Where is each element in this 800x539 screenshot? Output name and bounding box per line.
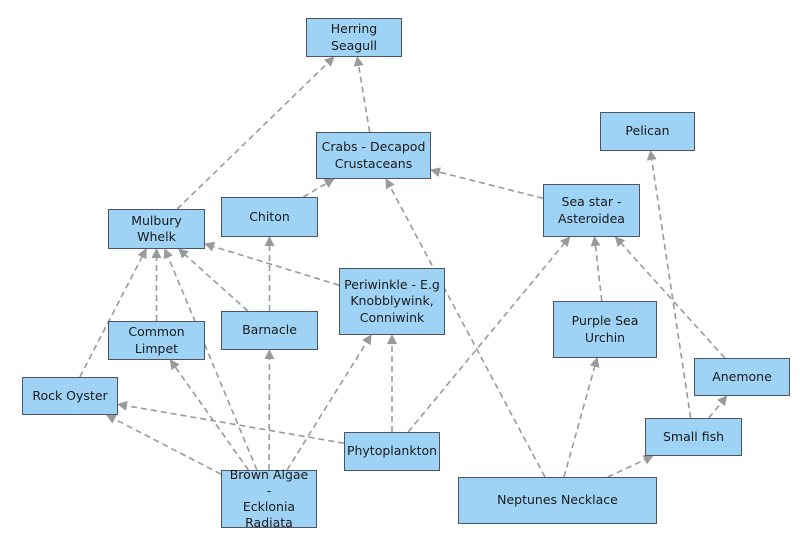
node-anemone: Anemone <box>694 358 790 396</box>
node-small-fish: Small fish <box>645 418 742 456</box>
edge-brown-algae-to-periwinkle <box>286 334 372 471</box>
edge-periwinkle-to-mulbury-whelk <box>204 241 340 286</box>
node-herring-seagull: Herring Seagull <box>306 18 402 57</box>
edge-brown-algae-to-rock-oyster <box>105 414 222 475</box>
edge-small-fish-to-pelican <box>646 150 692 419</box>
node-rock-oyster: Rock Oyster <box>22 377 118 415</box>
node-chiton: Chiton <box>221 197 318 237</box>
node-sea-star-asteroidea: Sea star - Asteroidea <box>543 184 640 237</box>
edge-anemone-to-sea-star <box>614 236 726 359</box>
node-periwinkle: Periwinkle - E.g Knobblywink, Conniwink <box>339 268 445 335</box>
node-common-limpet: Common Limpet <box>108 321 205 360</box>
node-brown-algae: Brown Algae - Ecklonia Radiata <box>221 467 317 530</box>
edge-phytoplankton-to-rock-oyster <box>117 400 345 445</box>
node-phytoplankton: Phytoplankton <box>344 432 440 471</box>
edge-phytoplankton-to-sea-star <box>407 236 571 433</box>
node-crabs-decapod-crustaceans: Crabs - Decapod Crustaceans <box>316 132 431 179</box>
edge-rock-oyster-to-mulbury-whelk <box>79 248 147 378</box>
edge-mulbury-whelk-to-herring-seagull <box>176 56 335 210</box>
edge-crabs-to-herring-seagull <box>353 56 371 133</box>
edge-brown-algae-to-common-limpet <box>169 359 250 471</box>
node-barnacle: Barnacle <box>221 311 318 350</box>
node-pelican: Pelican <box>600 112 695 151</box>
edge-chiton-to-crabs <box>302 178 335 198</box>
edge-barnacle-to-mulbury-whelk <box>178 248 249 312</box>
edge-small-fish-to-anemone <box>708 395 728 419</box>
node-mulbury-whelk: Mulbury Whelk <box>108 209 205 249</box>
node-purple-sea-urchin: Purple Sea Urchin <box>553 301 657 358</box>
edge-neptunes-necklace-to-purple-sea-urchin <box>563 357 600 478</box>
edge-purple-sea-urchin-to-sea-star <box>590 236 603 302</box>
edge-sea-star-to-crabs <box>430 167 544 200</box>
edge-neptunes-necklace-to-small-fish <box>607 455 654 478</box>
node-neptunes-necklace: Neptunes Necklace <box>458 477 657 524</box>
edge-neptunes-necklace-to-crabs <box>385 178 546 478</box>
